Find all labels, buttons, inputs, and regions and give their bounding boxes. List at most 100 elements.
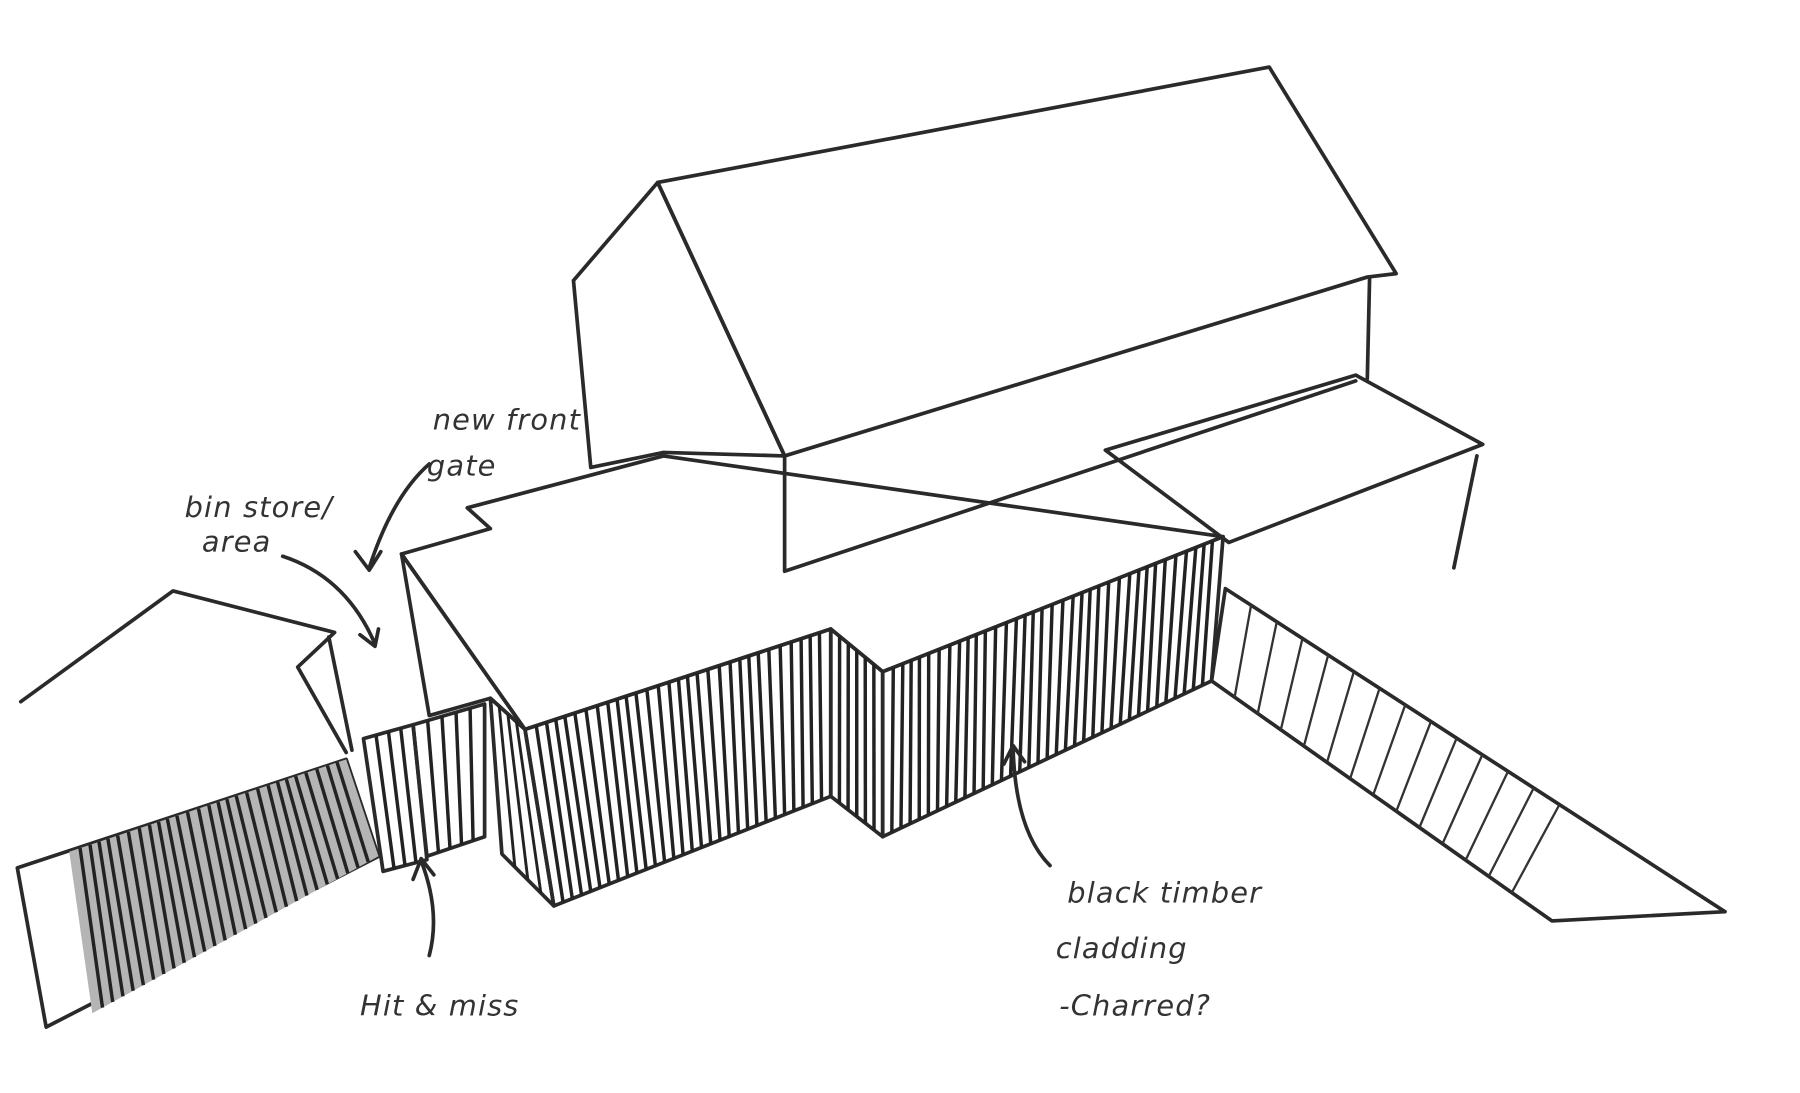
- cladding-board: [778, 645, 787, 815]
- cladding-board: [315, 768, 350, 874]
- house-wall: [782, 379, 1358, 574]
- cladding-board: [544, 722, 575, 899]
- cladding-board: [1027, 611, 1035, 768]
- cladding-board: [398, 728, 418, 863]
- cladding-board: [1164, 555, 1178, 703]
- cladding-board: [468, 708, 475, 841]
- cladding-board: [667, 681, 685, 855]
- cladding-board: [972, 634, 979, 794]
- hit-miss-screen-b: [411, 702, 487, 859]
- arrow-front-gate: [353, 462, 432, 572]
- cladding-board: [293, 775, 330, 885]
- cladding-board: [1191, 544, 1206, 690]
- cladding-board: [615, 698, 639, 874]
- cladding-board: [147, 824, 176, 969]
- cladding-board: [514, 721, 543, 894]
- hit-miss-screen-a: [361, 722, 429, 874]
- fence-board: [1325, 671, 1355, 763]
- cladding-board: [196, 808, 227, 941]
- fence-board: [1487, 787, 1535, 877]
- cladding-board: [634, 692, 658, 866]
- arrow-cladding: [1002, 743, 1052, 868]
- cladding-board: [706, 669, 722, 841]
- cladding-board: [624, 695, 648, 870]
- cladding-board: [156, 821, 186, 964]
- cladding-board: [1109, 577, 1122, 729]
- cladding-board: [137, 828, 166, 975]
- cladding-board: [584, 709, 611, 885]
- fence-board: [1349, 687, 1381, 779]
- cladding-board: [175, 815, 207, 952]
- cladding-board: [216, 801, 248, 930]
- cladding-board: [266, 784, 299, 902]
- cladding-board: [954, 641, 962, 803]
- cladding-board: [676, 678, 695, 852]
- cladding-board: [304, 772, 340, 880]
- cladding-board: [553, 719, 584, 896]
- cladding-board: [97, 841, 125, 997]
- cladding-board: [386, 731, 407, 866]
- cladding-board: [284, 778, 319, 891]
- cladding-board: [1173, 551, 1189, 699]
- cladding-board: [595, 705, 621, 881]
- cladding-board: [106, 838, 135, 992]
- cladding-board: [497, 705, 517, 868]
- cladding-board: [695, 672, 713, 844]
- cladding-board: [440, 716, 452, 849]
- fence-board: [1441, 754, 1484, 845]
- cladding-board: [454, 712, 464, 845]
- cladding-board: [1127, 569, 1141, 720]
- label-bin-store: bin store/area: [185, 490, 336, 559]
- cladding-board: [165, 818, 197, 958]
- cladding-board: [1017, 615, 1027, 772]
- cladding-board: [1045, 604, 1054, 759]
- cladding-board: [1063, 596, 1075, 751]
- cladding-board: [255, 788, 289, 908]
- cladding-board: [799, 638, 805, 808]
- cladding-board: [1072, 592, 1084, 746]
- arrow-bin-store: [280, 554, 381, 649]
- cladding-board: [747, 655, 759, 826]
- cladding-board: [1036, 608, 1044, 764]
- cladding-board: [767, 649, 778, 819]
- cladding-board: [244, 792, 278, 913]
- cladding-board: [963, 637, 970, 798]
- house-corner: [1365, 275, 1372, 381]
- cladding-board: [425, 720, 441, 853]
- cladding-board: [645, 689, 667, 863]
- cladding-board: [789, 641, 796, 811]
- cladding-board: [275, 781, 309, 896]
- fence-board: [1395, 721, 1433, 812]
- fence-board: [1233, 605, 1253, 698]
- cladding-board: [685, 675, 704, 848]
- cladding-board: [1145, 563, 1158, 712]
- side-fence: [1209, 586, 1727, 923]
- cladding-board: [738, 658, 750, 830]
- cladding-board: [225, 798, 258, 924]
- label-hit-miss: Hit & miss: [360, 989, 519, 1023]
- cladding-board: [1054, 600, 1065, 755]
- fence-board: [1279, 638, 1304, 731]
- neighbour-house: [18, 589, 348, 755]
- fence-board: [1302, 654, 1330, 747]
- cladding-board: [115, 835, 146, 986]
- cladding-wall-2: [880, 534, 1225, 839]
- cladding-board: [908, 660, 913, 824]
- cladding-board: [1118, 573, 1132, 725]
- cladding-board: [1182, 547, 1198, 695]
- cladding-board: [935, 649, 941, 811]
- cladding-board: [1200, 540, 1215, 686]
- cladding-board: [1136, 566, 1149, 716]
- cladding-board: [234, 795, 268, 919]
- cladding-board: [717, 665, 731, 837]
- cladding-board: [808, 635, 815, 804]
- fence-board: [1372, 704, 1407, 796]
- cladding-board: [728, 661, 741, 833]
- cladding-board: [990, 626, 998, 785]
- house-roof: [655, 65, 1398, 458]
- cladding-board: [185, 811, 217, 947]
- cladding-board: [335, 761, 370, 863]
